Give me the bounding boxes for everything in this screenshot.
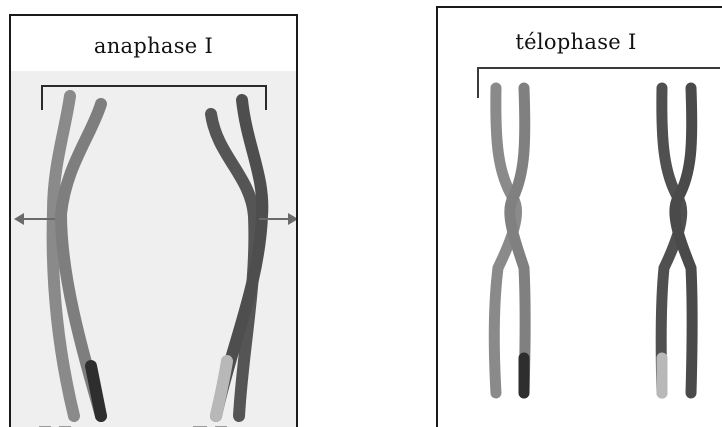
chromatid-right-b <box>675 88 692 393</box>
panel-title-telophase: télophase I <box>436 30 722 54</box>
anaphase-illustration <box>11 16 298 427</box>
telophase-illustration <box>438 8 722 427</box>
spindle-bracket <box>478 68 720 98</box>
telophase-panel: télophase I <box>436 6 722 427</box>
chromosome-left <box>494 88 525 393</box>
chromatid-left-b <box>510 88 525 393</box>
anaphase-panel: anaphase I <box>9 14 298 427</box>
panel-title-anaphase: anaphase I <box>11 34 296 58</box>
chromosome-right <box>661 88 692 393</box>
